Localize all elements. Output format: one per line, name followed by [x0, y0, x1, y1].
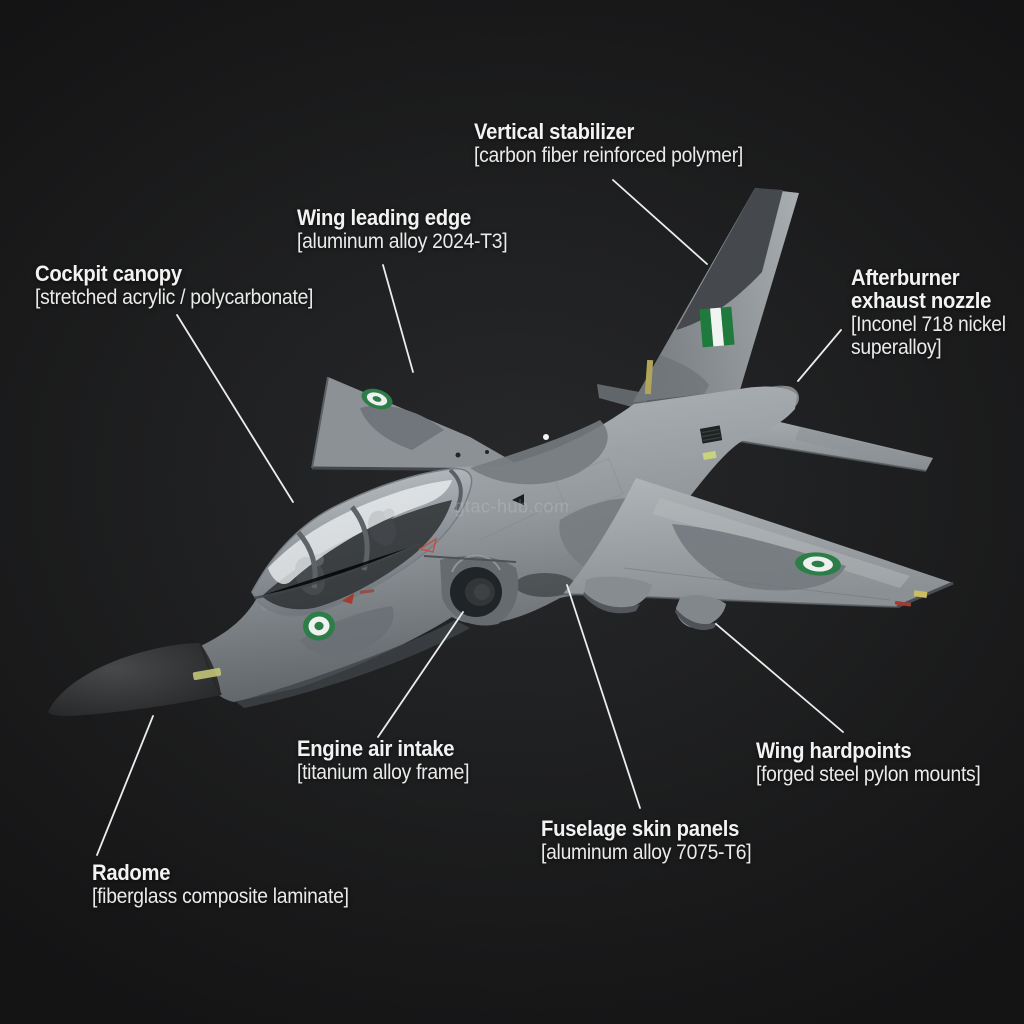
leader-line-vertical-stabilizer — [612, 179, 708, 265]
part-material: [aluminum alloy 2024-T3] — [297, 230, 508, 253]
leader-line-cockpit-canopy — [176, 314, 294, 503]
label-fuselage-skin-panels: Fuselage skin panels [aluminum alloy 707… — [541, 816, 752, 864]
part-name: Wing leading edge — [297, 205, 471, 230]
label-cockpit-canopy: Cockpit canopy [stretched acrylic / poly… — [35, 262, 313, 309]
left-tailplane — [597, 384, 650, 410]
cockpit-canopy-bubble — [251, 467, 473, 617]
part-name: Engine air intake — [297, 736, 455, 761]
fin-flash-nigeria — [699, 306, 735, 348]
leader-line-afterburner — [797, 329, 842, 382]
watermark: gtac-hub.com — [454, 496, 570, 517]
wingtip-nav-light — [894, 600, 912, 607]
roundel-fuselage — [303, 611, 335, 641]
part-material: [fiberglass composite laminate] — [92, 885, 349, 908]
part-material: [stretched acrylic / polycarbonate] — [35, 286, 314, 309]
part-name: Fuselage skin panels — [541, 816, 740, 841]
label-wing-leading-edge: Wing leading edge [aluminum alloy 2024-T… — [297, 205, 508, 253]
part-name: Cockpit canopy — [35, 261, 182, 286]
wing-hardpoint-pylons — [583, 576, 726, 631]
label-radome: Radome [fiberglass composite laminate] — [92, 861, 349, 908]
part-material: [titanium alloy frame] — [297, 761, 470, 784]
roundel-left-wing — [361, 388, 393, 410]
leader-line-fuselage-skin-panels — [566, 584, 641, 809]
engine-air-intake-duct — [423, 554, 519, 626]
leader-line-radome — [96, 715, 154, 856]
label-afterburner-exhaust-nozzle: Afterburner exhaust nozzle [Inconel 718 … — [851, 266, 1024, 359]
part-name: Wing hardpoints — [756, 738, 912, 763]
part-material: [Inconel 718 nickel superalloy] — [851, 313, 1006, 359]
aircraft — [48, 188, 954, 716]
left-wing — [311, 376, 525, 472]
leader-line-wing-hardpoints — [715, 623, 844, 733]
part-name: Vertical stabilizer — [474, 119, 635, 144]
leader-lines — [96, 179, 844, 856]
part-material: [forged steel pylon mounts] — [756, 763, 981, 786]
right-tailplane — [737, 413, 933, 472]
leader-line-engine-air-intake — [377, 611, 464, 738]
label-vertical-stabilizer: Vertical stabilizer [carbon fiber reinfo… — [474, 120, 743, 167]
label-wing-hardpoints: Wing hardpoints [forged steel pylon moun… — [756, 739, 981, 786]
part-name: Afterburner exhaust nozzle — [851, 265, 992, 313]
wingtip-formation-light — [913, 590, 928, 598]
part-material: [carbon fiber reinforced polymer] — [474, 144, 744, 167]
leader-line-wing-leading-edge — [382, 264, 414, 373]
roundel-right-wing — [795, 552, 841, 576]
nose-yellow-stripe — [192, 667, 222, 681]
part-material: [aluminum alloy 7075-T6] — [541, 841, 752, 864]
radome-nose-cone — [48, 642, 222, 716]
vertical-stabilizer-fin — [633, 188, 799, 402]
right-wing — [562, 478, 954, 609]
part-name: Radome — [92, 860, 171, 885]
label-engine-air-intake: Engine air intake [titanium alloy frame] — [297, 737, 469, 784]
stencil-markings — [342, 425, 723, 604]
